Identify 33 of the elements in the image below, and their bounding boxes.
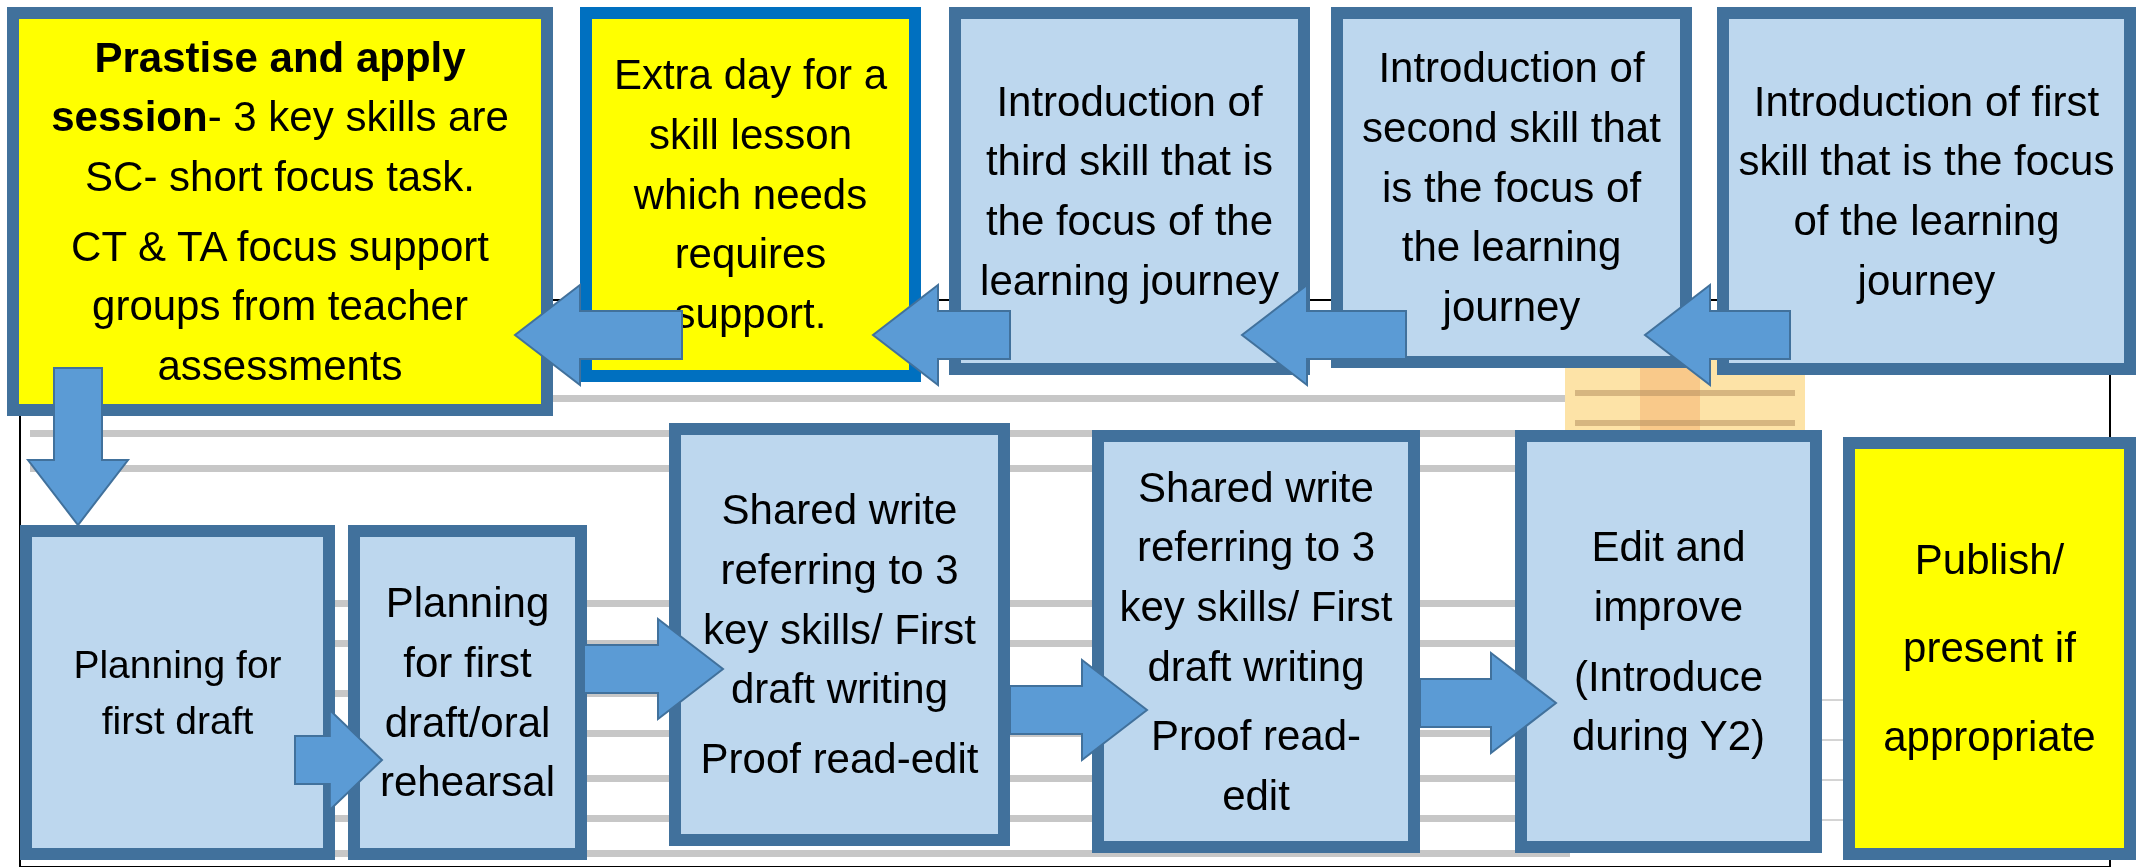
box-text: (Introduce during Y2) [1571, 651, 1766, 762]
process-box [20, 525, 335, 860]
block-arrow [1419, 650, 1558, 756]
process-box [669, 423, 1010, 846]
block-arrow [1643, 282, 1791, 388]
box-text: Shared write referring to 3 key skills/ First draft writing [1118, 462, 1394, 692]
process-box [949, 7, 1310, 375]
process-box [1331, 7, 1692, 368]
box-text: Introduction of first skill that is the focus of the learning journey [1737, 76, 2116, 306]
box-text: Proof read-edit [700, 733, 979, 784]
box-text: Planning for first draft [72, 642, 283, 744]
process-box [1515, 430, 1822, 853]
box-text: Proof read- edit [1149, 711, 1363, 821]
block-arrow [513, 282, 683, 388]
box-text: Shared write referring to 3 key skills/ First draft writing [702, 485, 977, 715]
process-box [1843, 437, 2136, 860]
box-text: CT & TA focus support groups from teacher assessments [70, 221, 490, 391]
box-text: Edit and improve [1590, 522, 1747, 632]
box-text: Prastise and apply session- 3 key skills are SC- short focus task. [50, 32, 510, 202]
process-box [1092, 430, 1420, 853]
box-text: Extra day for a skill lesson which needs requires support. [612, 50, 889, 339]
block-arrow [871, 282, 1011, 388]
box-text: Planning for first draft/oral rehearsal [378, 578, 557, 808]
box-text: Publish/ present if appropriate [1882, 535, 2097, 762]
process-box [580, 7, 921, 382]
block-arrow [1009, 657, 1149, 763]
process-box [1717, 7, 2136, 375]
block-arrow [25, 367, 131, 527]
process-box [348, 525, 587, 860]
process-box [7, 7, 553, 416]
box-text: Introduction of third skill that is the focus of the learning journey [979, 76, 1280, 306]
block-arrow [583, 616, 725, 722]
box-text: Introduction of second skill that is the focus of the learning journey [1361, 43, 1662, 332]
